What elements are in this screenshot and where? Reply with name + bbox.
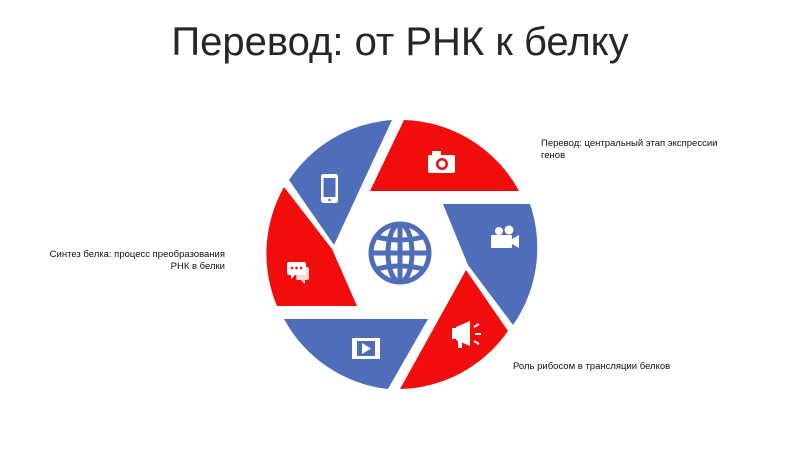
caption-left: Синтез белка: процесс преобразования РНК… (49, 249, 225, 272)
play-video-icon (352, 338, 380, 359)
camera-icon (428, 151, 455, 173)
segment-video (443, 204, 538, 325)
page-title: Перевод: от РНК к белку (171, 20, 629, 64)
segment-phone (289, 120, 392, 245)
caption-bottom-right: Роль рибосом в трансляции белков (513, 361, 671, 372)
globe-icon (368, 221, 432, 285)
chat-bubbles-icon (287, 262, 309, 284)
caption-top-right: Перевод: центральный этап экспрессии ген… (541, 138, 718, 161)
smartphone-icon (321, 174, 338, 203)
video-camera-icon (491, 225, 519, 248)
megaphone-icon (452, 321, 481, 348)
segment-chat (266, 187, 357, 306)
